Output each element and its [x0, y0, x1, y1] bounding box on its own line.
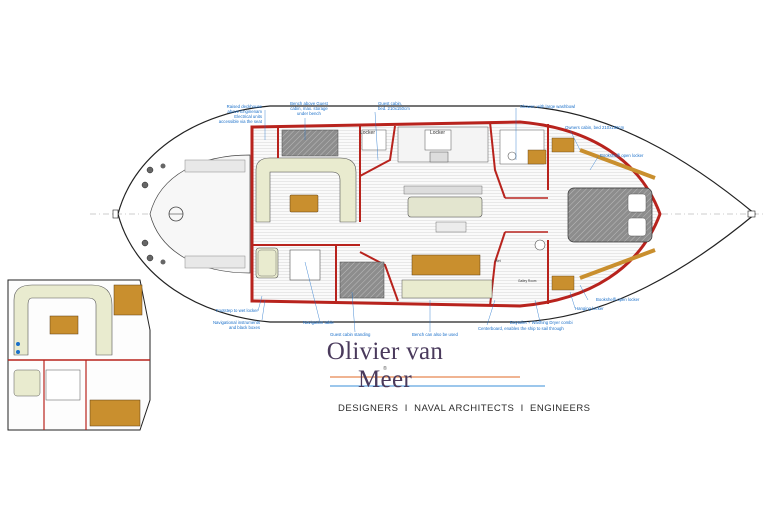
annotation-daytoilet: Daytoilet + Washing Dryer combi: [510, 320, 573, 325]
annotation-bookshelf-top: Bookshelf/ open locker: [600, 153, 644, 158]
annotation-nav-table: Navigation table: [303, 320, 334, 325]
saloon-side-cushion: [257, 249, 277, 277]
central-table-bottom: [411, 254, 481, 276]
cockpit-seat-top: [184, 159, 246, 173]
annotation-centerboard: Centerboard, enables the ship to sail th…: [478, 326, 564, 331]
cockpit-plan-table: [49, 315, 79, 335]
winch-6: [160, 259, 166, 265]
annotation-shower: Shower, with large washbowl: [520, 104, 576, 109]
locker-box-2: [424, 129, 452, 151]
winch-4: [141, 239, 149, 247]
annotation-footstep: Footstep to wet locker: [215, 308, 258, 313]
cockpit-plan-seat-bottom: [13, 369, 41, 397]
galley-counter: [403, 185, 483, 195]
forward-berth-edge-top: [579, 148, 656, 180]
main-hull: Locker Locker Galley Room Wet: [90, 105, 765, 323]
central-sofa-top: [407, 196, 483, 218]
annotation-raised-deckhouse: Raised deckhouse above Enginenam Electri…: [218, 104, 262, 124]
guest-bed-bottom: [339, 261, 385, 299]
annotation-owners-cabin: Owners cabin, bed 210x150cm: [565, 125, 625, 130]
galley-sink: [429, 151, 449, 163]
wet-label: Wet: [495, 259, 501, 263]
cockpit-plan-nav-table: [45, 369, 81, 401]
annotation-bookshelf-bottom: Bookshelf/ open locker: [596, 297, 640, 302]
engine-room-seat: [281, 129, 339, 157]
saloon-table: [289, 194, 319, 213]
annotation-hanging-locker: Hanging locker: [575, 306, 604, 311]
annotation-nav-instruments: Navigational instruments and black boxes: [212, 320, 260, 330]
mast-step: [435, 221, 467, 233]
forward-berth-edge-bottom: [579, 248, 656, 280]
registered-mark: ®: [383, 366, 387, 372]
cockpit-plan-wood-right: [113, 284, 143, 316]
cockpit-deck-plan: [7, 279, 151, 431]
locker-label-left: Locker: [360, 130, 375, 136]
cockpit-outline: [149, 154, 251, 274]
cockpit-plan-u-seat: [13, 284, 113, 356]
brand-name: Olivier van Meer: [326, 338, 444, 393]
bench-bottom: [401, 279, 493, 299]
annotation-leaders: [257, 108, 599, 333]
locker-box-1: [361, 129, 387, 151]
shower-tray: [527, 149, 547, 165]
bow-fitting: [747, 210, 756, 218]
brand-tagline: DESIGNERS I NAVAL ARCHITECTS I ENGINEERS: [338, 403, 591, 414]
cockpit-plan-wood-bottom: [89, 399, 141, 427]
annotation-bench-used: Bench can also be used: [412, 332, 458, 337]
winch-5: [160, 163, 166, 169]
bookshelf-bottom: [551, 275, 575, 291]
toilet-icon: [534, 239, 546, 251]
annotation-guest-cabin-bed: Guest cabin, bed. 210x150cm: [378, 101, 410, 111]
annotation-bench-above: Bench above Guest cabin, max. storage un…: [290, 101, 328, 116]
winch-3: [146, 254, 154, 262]
bookshelf-top: [551, 137, 575, 153]
owners-pillow-2: [627, 217, 647, 237]
stern-fitting: [112, 209, 119, 219]
washbowl-icon: [507, 151, 517, 161]
winch-1: [146, 166, 154, 174]
owners-pillow-1: [627, 193, 647, 213]
shower-unit: [499, 129, 545, 165]
galley-room-label: Galley Room: [518, 279, 537, 283]
winch-2: [141, 181, 149, 189]
annotation-guest-standing: Guest cabin standing: [330, 332, 371, 337]
locker-label-right: Locker: [430, 130, 445, 136]
cockpit-seat-bottom: [184, 255, 246, 269]
nav-table: [289, 249, 321, 281]
saloon-u-seat: [255, 157, 357, 223]
